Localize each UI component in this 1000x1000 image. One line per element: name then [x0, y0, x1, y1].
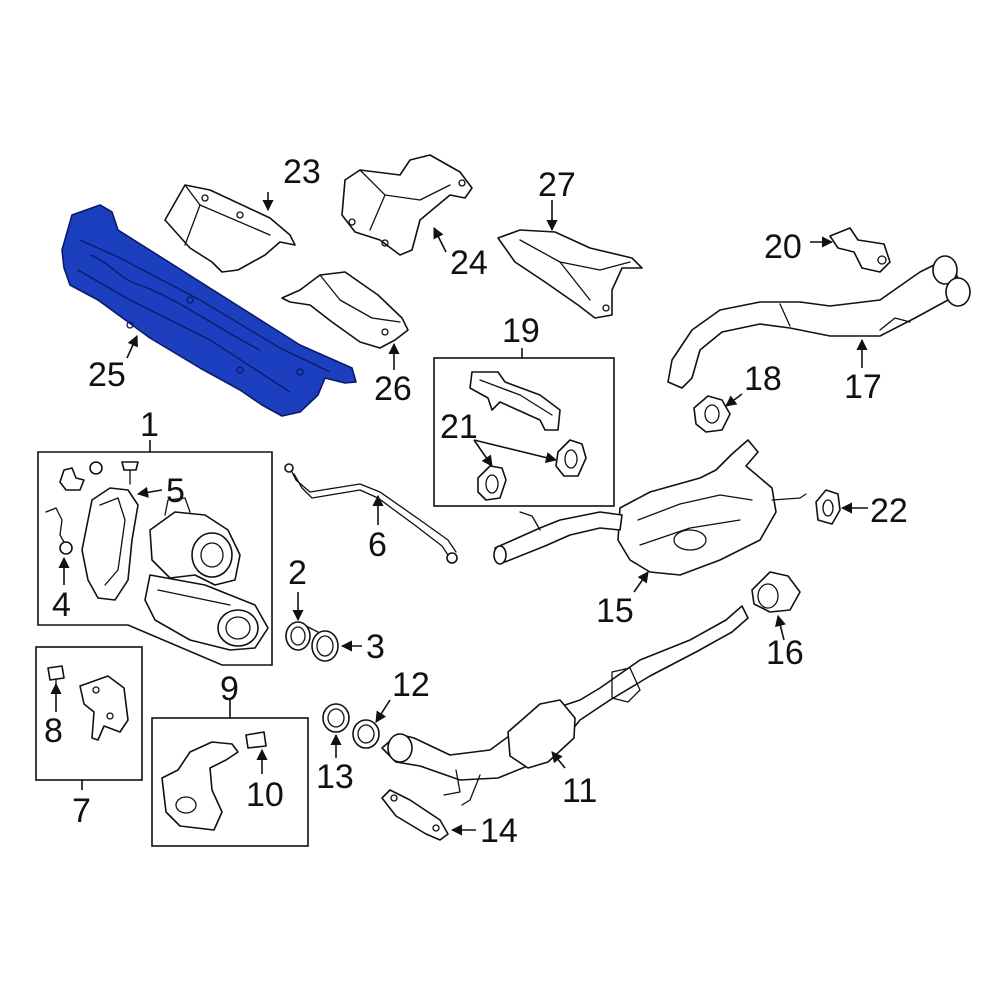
hanger-bracket-part-19[interactable]	[469, 371, 561, 431]
converter-assembly-box	[37, 451, 273, 666]
callout-17: 17	[844, 368, 882, 406]
callout-19: 19	[502, 312, 540, 350]
callout-2: 2	[288, 554, 307, 592]
heat-shield-part-25[interactable]	[61, 204, 357, 417]
clamp-part-12[interactable]	[352, 719, 380, 749]
leader-lines	[50, 192, 868, 836]
hanger-part-20[interactable]	[829, 227, 891, 273]
turbo-converter-part-1[interactable]	[144, 497, 269, 651]
callout-26: 26	[374, 370, 412, 408]
clip-bolts-part-1-hardware[interactable]	[59, 461, 139, 491]
mount-part-9[interactable]	[161, 741, 239, 831]
callout-6: 6	[368, 526, 387, 564]
bracket-box-7	[35, 646, 143, 781]
callout-22: 22	[870, 492, 908, 530]
callout-21: 21	[440, 408, 478, 446]
callout-1: 1	[140, 406, 159, 444]
rubber-insulator-part-21[interactable]	[477, 439, 587, 501]
callout-7: 7	[72, 792, 91, 830]
bracket-part-7[interactable]	[79, 675, 129, 741]
tail-pipe-part-17[interactable]	[667, 255, 971, 389]
callout-20: 20	[764, 228, 802, 266]
callout-8: 8	[44, 712, 63, 750]
heat-shield-part-27[interactable]	[497, 229, 643, 319]
callout-11: 11	[562, 772, 597, 810]
callout-9: 9	[220, 670, 239, 708]
insulator-part-22[interactable]	[815, 489, 841, 525]
callout-10: 10	[246, 776, 284, 814]
callout-27: 27	[538, 166, 576, 204]
heat-shield-part-23[interactable]	[164, 184, 296, 273]
callout-numbers: 23 24 27 25 26 1 5 4 6 2 3 8 7 9 10 12 1…	[44, 153, 908, 850]
callout-3: 3	[366, 628, 385, 666]
callout-13: 13	[316, 758, 354, 796]
heat-shield-part-5[interactable]	[81, 487, 139, 601]
heat-shield-part-24[interactable]	[341, 154, 473, 256]
heat-shield-part-26[interactable]	[281, 271, 409, 349]
callout-14: 14	[480, 812, 518, 850]
callout-25: 25	[88, 356, 126, 394]
callout-5: 5	[166, 472, 185, 510]
callout-12: 12	[392, 666, 430, 704]
callout-24: 24	[450, 244, 488, 282]
callout-18: 18	[744, 360, 782, 398]
bracket-part-14[interactable]	[381, 789, 449, 841]
gasket-part-13[interactable]	[322, 703, 350, 733]
front-pipe-part-11[interactable]	[381, 605, 749, 806]
clamp-part-16[interactable]	[751, 571, 801, 613]
callout-4: 4	[52, 586, 71, 624]
hanger-kit-box	[433, 357, 615, 507]
muffler-part-15[interactable]	[493, 439, 807, 576]
sensor-part-4[interactable]	[45, 507, 73, 555]
clamp-part-18[interactable]	[693, 395, 731, 433]
callout-23: 23	[283, 153, 321, 191]
gasket-part-3[interactable]	[311, 630, 339, 662]
pressure-tube-part-6[interactable]	[284, 463, 458, 564]
callout-15: 15	[596, 592, 634, 630]
bolt-part-10[interactable]	[245, 731, 267, 749]
clamp-part-2[interactable]	[285, 621, 319, 651]
callout-16: 16	[766, 634, 804, 672]
